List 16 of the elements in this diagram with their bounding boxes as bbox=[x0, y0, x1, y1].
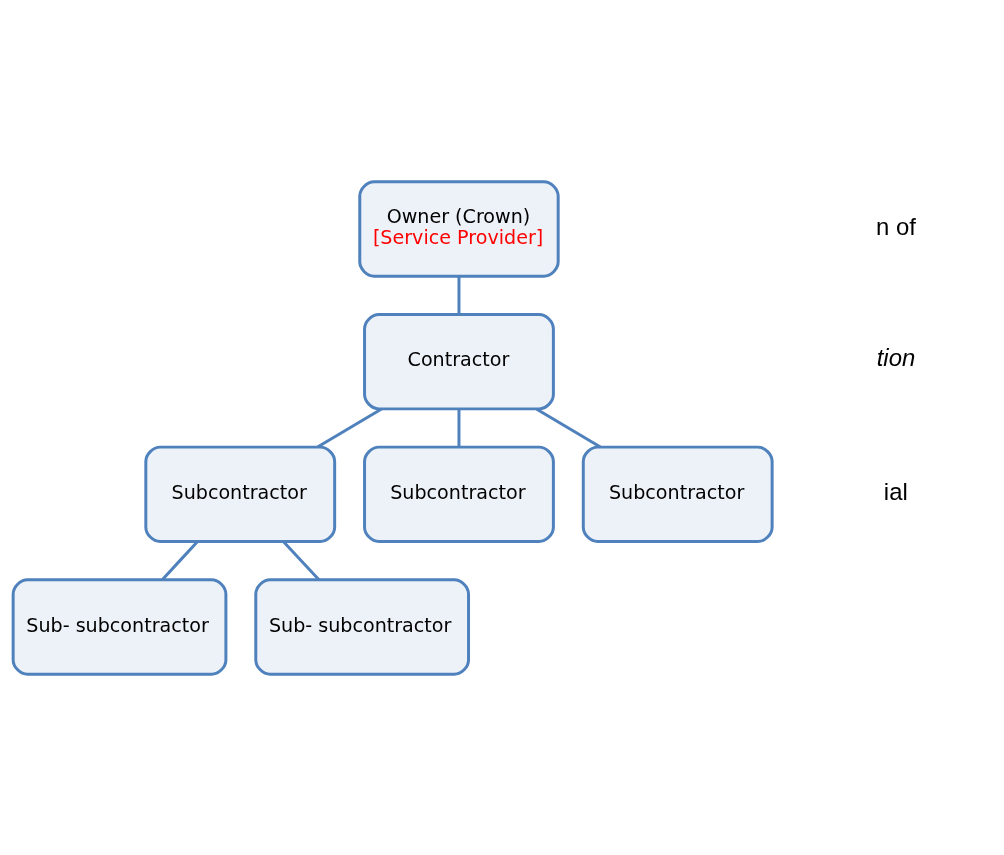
connector bbox=[457, 276, 461, 314]
node-box: Subcontractor bbox=[144, 445, 337, 543]
label: tion bbox=[876, 343, 916, 371]
connector bbox=[282, 540, 321, 581]
node-box: Sub- subcontractor bbox=[11, 577, 228, 676]
node-box: Contractor bbox=[363, 312, 555, 410]
connector bbox=[535, 407, 602, 448]
label: ial bbox=[883, 477, 908, 505]
node-box: Sub- subcontractor bbox=[254, 577, 471, 676]
node-box: Subcontractor bbox=[581, 445, 774, 543]
connector bbox=[161, 540, 199, 581]
node-box: Subcontractor bbox=[363, 445, 555, 543]
node-box: Owner (Crown) [Service Provider] bbox=[358, 179, 560, 278]
label: n of bbox=[876, 212, 916, 240]
connector bbox=[457, 408, 461, 447]
connector bbox=[316, 407, 383, 448]
